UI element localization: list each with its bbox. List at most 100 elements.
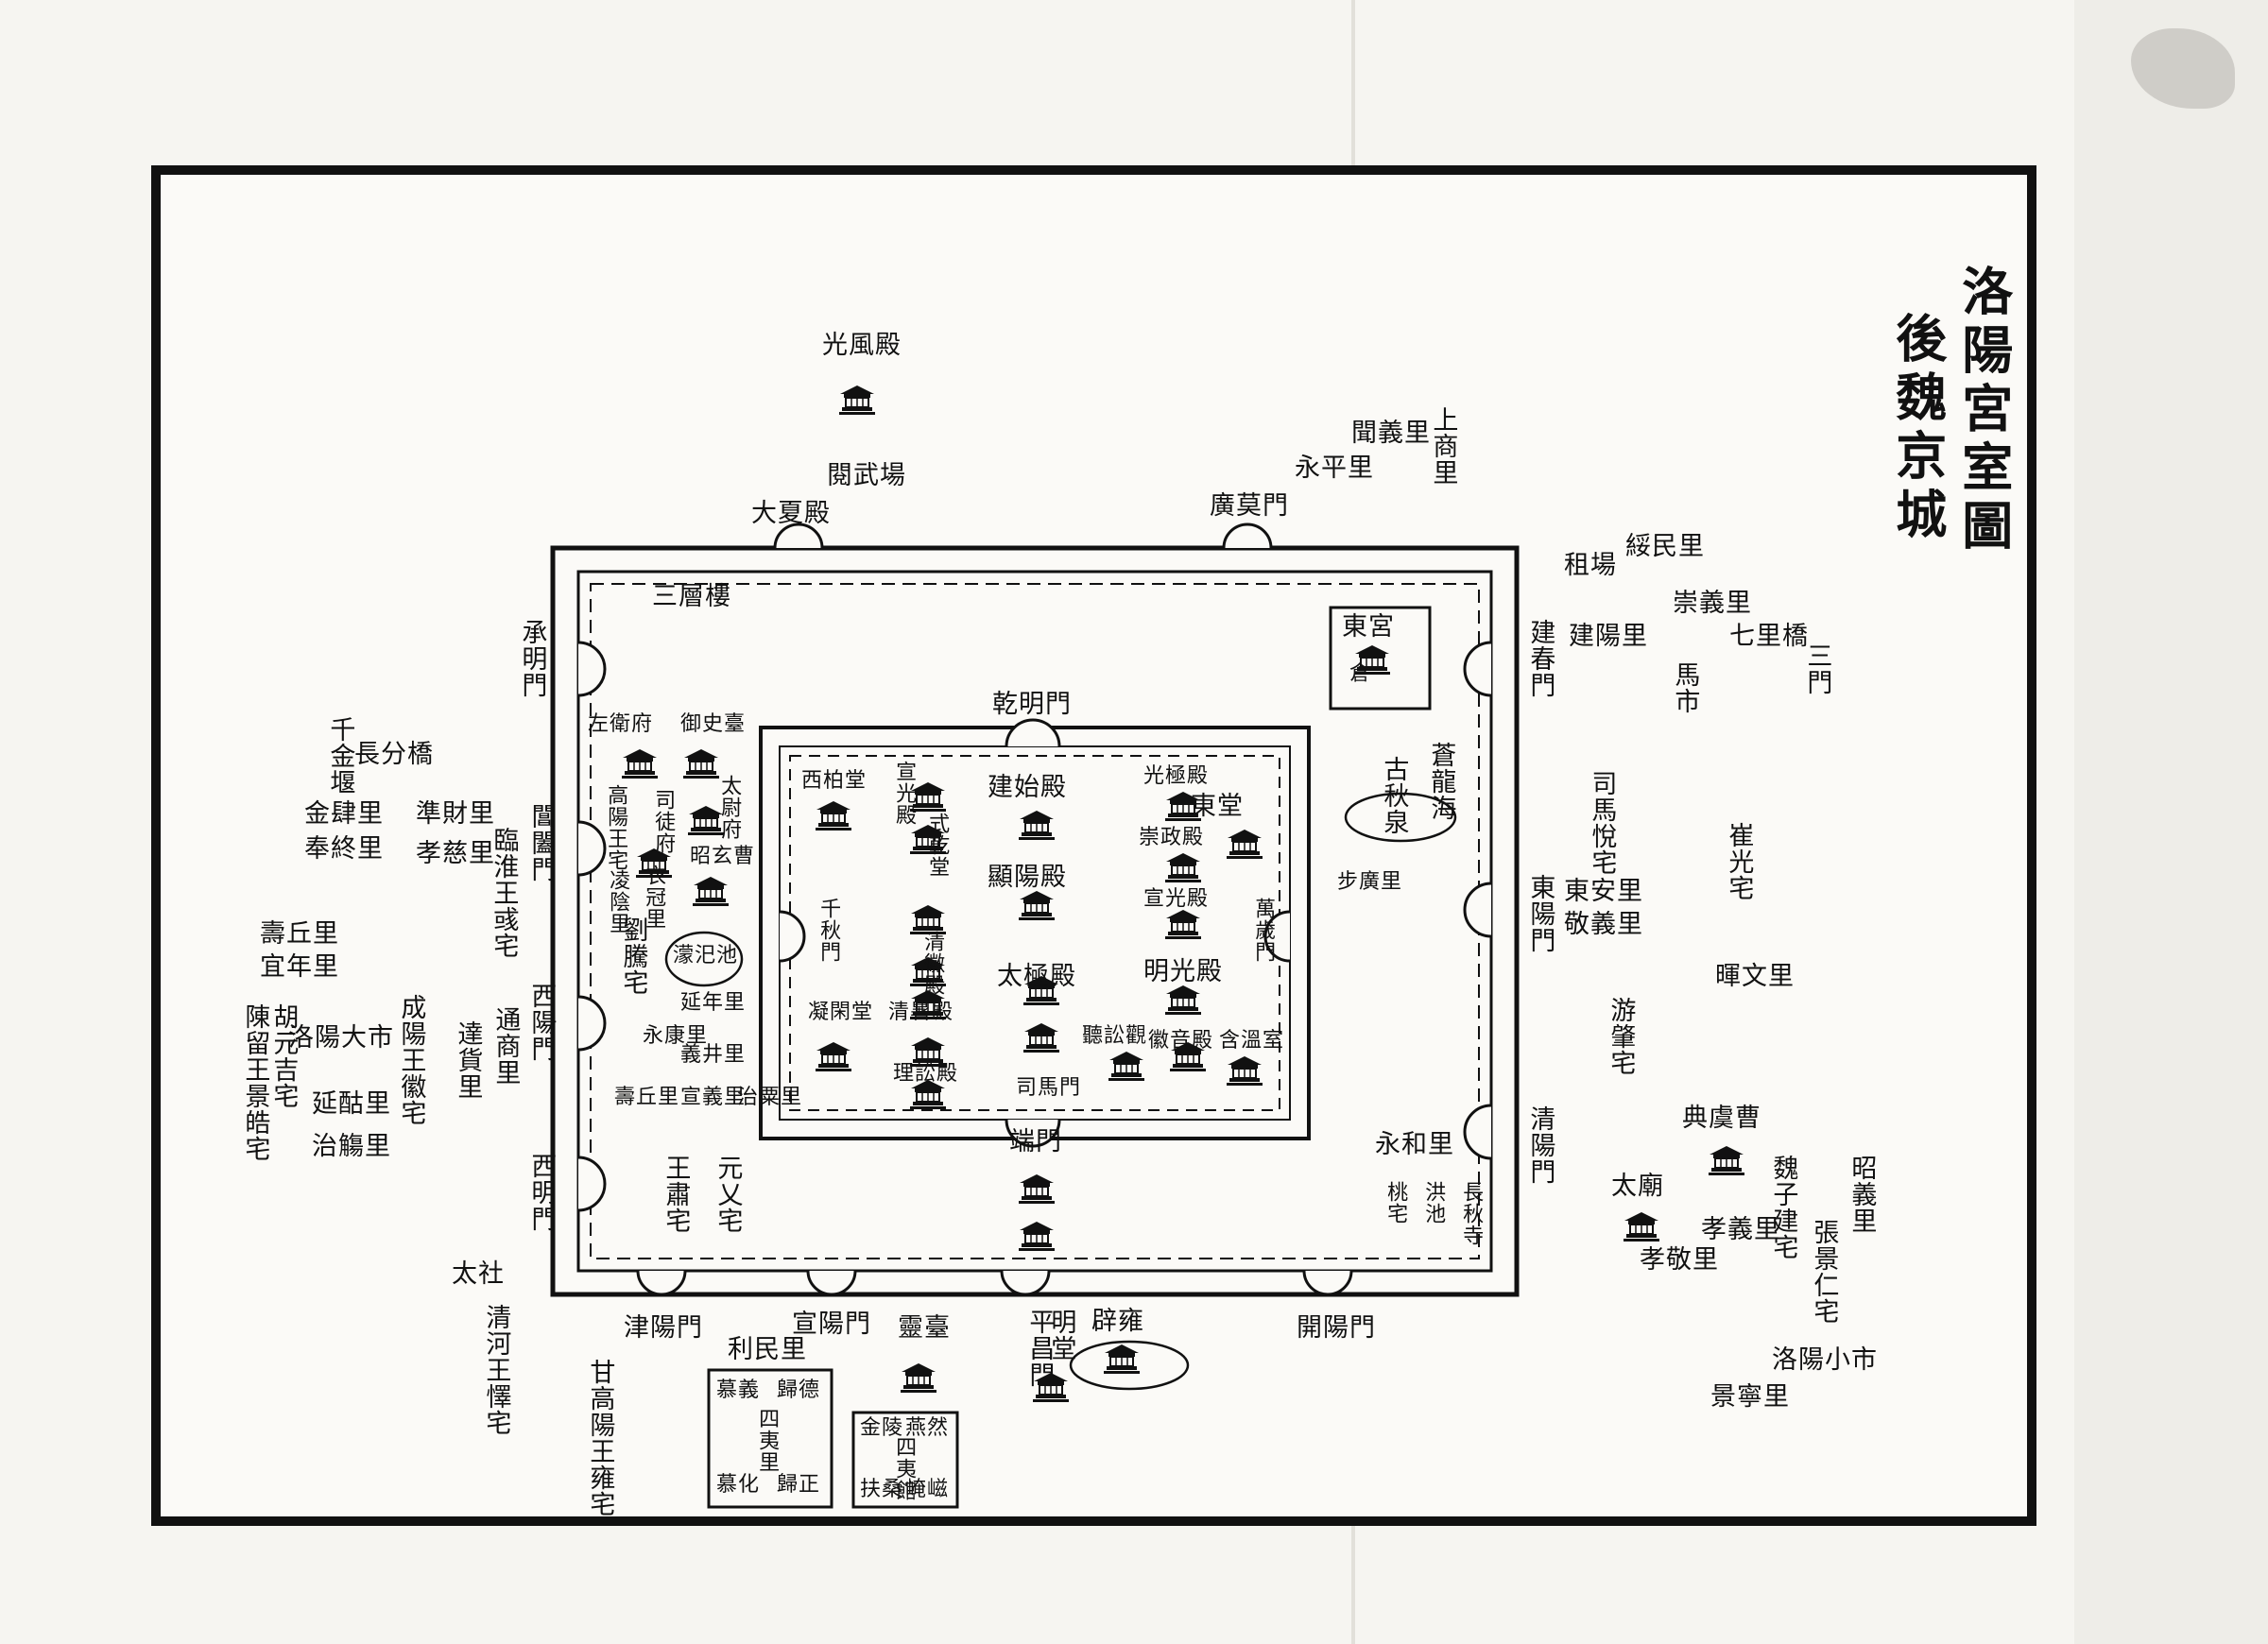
pavilion-icon [1021,1020,1062,1054]
label-shouqiu-li-inner: 壽丘里 [614,1086,680,1109]
pavilion-icon [1016,888,1057,922]
label-kaiyang-gate: 開陽門 [1297,1313,1376,1343]
pavilion-icon [907,779,949,813]
label-xuanyi-li: 宣義里 [680,1086,747,1109]
label-wenyi-li: 聞義里 [1351,419,1431,448]
label-wei-zijian-residence: 魏子建宅 [1768,1155,1798,1260]
label-muhua: 慕化 [716,1473,761,1497]
label-zhishang-li: 治觴里 [312,1132,391,1161]
label-qianjin-weir: 千金堰 [325,716,355,796]
label-guizheng: 歸正 [777,1473,821,1497]
label-xuanguang-hall: 宣光殿 [892,761,917,826]
label-lisong-hall: 理訟殿 [893,1062,959,1086]
label-ningxian-hall: 凝閑堂 [808,1001,874,1024]
label-lingyin-li: 凌陰里 [606,869,630,934]
label-huyuan-residence: 胡元吉宅 [268,1003,299,1109]
label-xiaoci-li: 孝慈里 [416,839,495,868]
label-granary: 倉 [1346,661,1370,683]
label-gaoyang-yong-residence: 甘高陽王雍宅 [585,1359,615,1517]
label-qinghe-residence: 清河王懌宅 [481,1304,511,1436]
label-duan-gate: 端門 [1009,1127,1062,1156]
map-frame [151,165,2036,1526]
label-zuowei-office: 左衛府 [588,712,654,736]
label-yonghe-li: 永和里 [1375,1130,1454,1159]
label-xuanyang-gate: 宣陽門 [792,1310,871,1339]
south-boxes [707,606,1432,1509]
label-wangsu-residence: 王肅宅 [661,1155,691,1234]
label-fengzhong-li: 奉終里 [304,834,384,864]
pavilion-icon [1021,973,1062,1007]
label-jinyang-gate: 津陽門 [624,1313,703,1343]
label-jinsi-li: 金肆里 [304,799,384,829]
pavilion-icon [633,846,675,880]
label-taishe: 太社 [452,1259,505,1289]
pavilion-icon [907,822,949,856]
label-yiguan-li: 衣冠里 [642,865,666,930]
label-yangu-li: 延酤里 [312,1089,391,1119]
label-yuewu-field: 閱武場 [827,461,906,490]
label-yushi-terrace: 御史臺 [680,712,747,736]
label-guangmo-gate: 廣莫門 [1210,491,1289,521]
label-yongkang-li: 永康里 [643,1024,709,1048]
label-zhisu-li: 治粟里 [737,1086,803,1109]
label-sima-gate: 司馬門 [1016,1076,1082,1100]
label-situ-office: 司徒府 [651,789,676,854]
label-linhuai-residence: 臨淮王彧宅 [489,827,519,959]
label-hanwen-room: 含溫室 [1219,1029,1285,1053]
label-lingtai: 靈臺 [898,1313,951,1343]
label-ximing-gate: 西明門 [526,1153,557,1232]
label-zu-field: 租場 [1564,551,1617,580]
pavilion-icon [1224,1053,1265,1087]
pavilion-icon [1167,1039,1209,1073]
pavilion-icon [680,746,722,780]
label-guangji-hall: 光極殿 [1143,764,1210,788]
label-mingguang-hall: 明光殿 [1143,957,1223,986]
label-sanceng-tower: 三層樓 [652,582,731,611]
label-tingsong-pavilion: 聽訟觀 [1082,1024,1148,1048]
pavilion-icon [836,383,878,417]
label-chenliu-residence: 陳留王景皓宅 [240,1003,270,1162]
label-xibai-hall: 西柏堂 [801,769,868,793]
label-xiyang-gate: 西陽門 [526,983,557,1062]
pavilion-icon [1106,1049,1147,1083]
pavilion-icon [1162,907,1204,941]
pavilion-icon [685,803,727,837]
pavilion-icon [1101,1342,1143,1376]
label-chongyi-li: 崇義里 [1673,589,1752,618]
label-xuanguang-hall-2: 宣光殿 [1143,887,1210,911]
label-yuanyi-residence: 元乂宅 [713,1155,743,1234]
pavilion-icon [907,954,949,988]
label-jianyang-li: 建陽里 [1569,622,1648,651]
label-qianqiu-gate: 千秋門 [816,898,841,963]
label-xianyang-hall: 顯陽殿 [988,863,1067,892]
label-yongping-li: 永平里 [1295,454,1374,483]
label-siyi-guan: 四夷館 [892,1436,917,1501]
label-huiyin-hall: 徽音殿 [1148,1029,1214,1053]
label-liuteng-residence: 劉騰宅 [618,916,648,996]
label-changfen-bridge: 長分橋 [354,740,434,769]
pavilion-icon [1016,1219,1057,1253]
label-gaoyang-residence: 高陽王宅 [604,784,628,871]
label-pingchang-gate: 平昌門 [1024,1309,1055,1388]
label-jianchun-gate: 建春門 [1525,619,1555,698]
pavilion-icon [907,902,949,936]
pavilion-icon [1030,1370,1072,1404]
label-shouqiu-li: 壽丘里 [260,919,339,949]
label-jianshi-hall: 建始殿 [988,773,1067,802]
label-huiwen-li: 暉文里 [1715,962,1795,991]
label-dahuo-li: 達貨里 [453,1020,483,1100]
label-zhaoyi-li: 昭義里 [1847,1155,1877,1234]
label-qingshu-hall: 清暑殿 [888,1001,954,1024]
pavilion-icon [907,1035,949,1069]
label-wansui-gate: 萬歲門 [1251,898,1276,963]
pavilion-icon [619,746,661,780]
label-dongan-li: 東安里 [1564,877,1643,906]
pavilion-icon [907,987,949,1021]
label-east-hall: 東堂 [1191,792,1244,821]
label-suimin-li: 綏民里 [1625,532,1705,561]
label-taiji-hall: 太極殿 [997,962,1076,991]
label-cuiguang-residence: 崔光宅 [1724,822,1754,901]
pavilion-icon [1162,789,1204,823]
label-jingyi-li: 敬義里 [1564,910,1643,939]
